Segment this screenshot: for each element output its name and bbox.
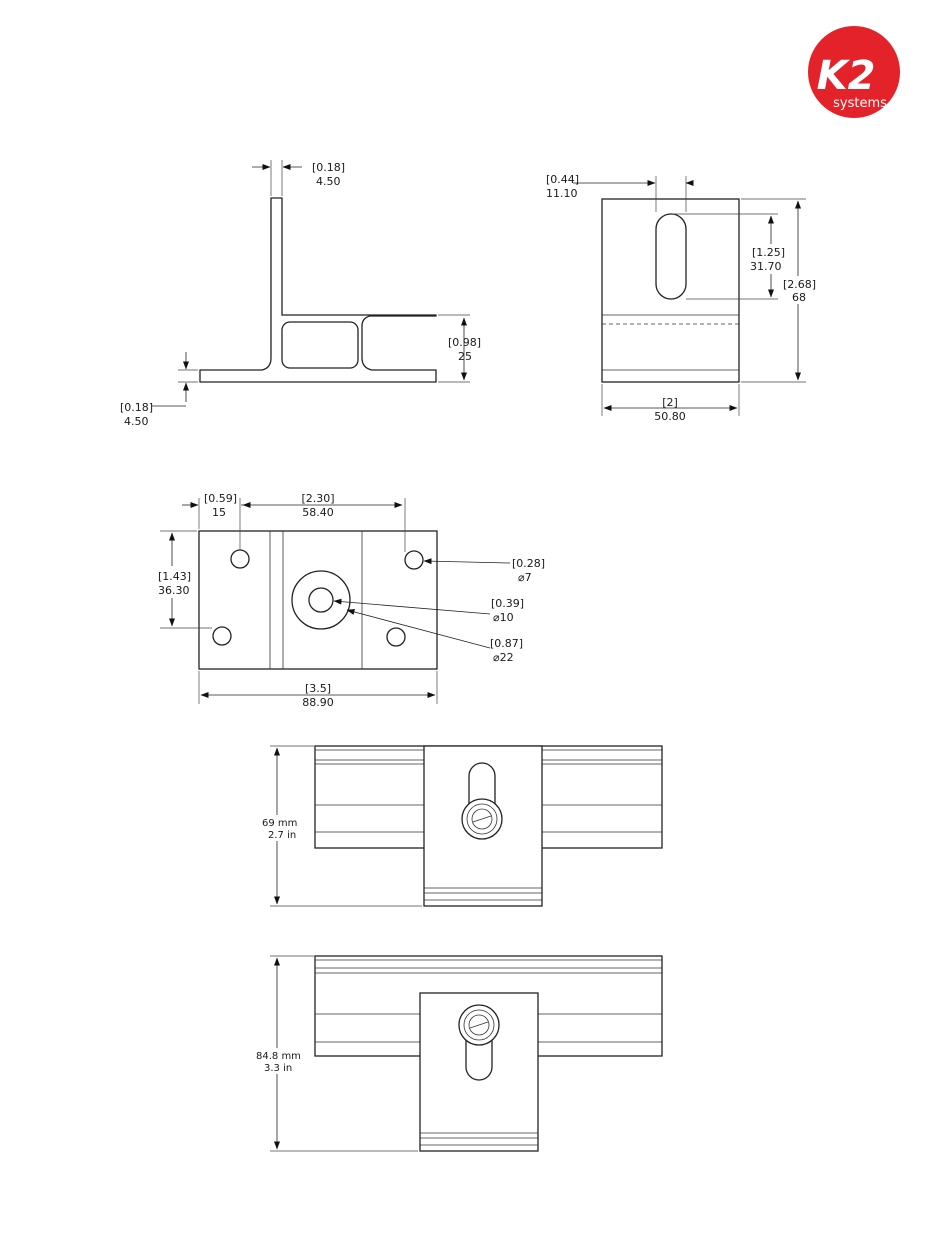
small-hole-in: [0.28] (512, 557, 545, 570)
length-mm: 88.90 (302, 696, 334, 709)
height-mm: 25 (458, 350, 472, 363)
hole-spacing-mm: 58.40 (302, 506, 334, 519)
base-thickness-in: [0.18] (120, 401, 153, 414)
width-in: [2] (662, 396, 678, 409)
assembly-low-in: 2.7 in (268, 830, 296, 841)
center-hole-in: [0.39] (491, 597, 524, 610)
overall-height-mm: 68 (792, 291, 806, 304)
counterbore-mm: ⌀22 (493, 651, 514, 664)
slot-width-in: [0.44] (546, 173, 579, 186)
assembly-high-mm: 84.8 mm (256, 1051, 301, 1062)
assembly-low: 69 mm 2.7 in (258, 746, 662, 906)
center-hole-mm: ⌀10 (493, 611, 514, 624)
assembly-high-in: 3.3 in (264, 1063, 292, 1074)
hole-vspacing-mm: 36.30 (158, 584, 190, 597)
side-view: [0.18] 4.50 [0.98] 25 [0.18] 4.50 (120, 160, 481, 428)
overall-height-in: [2.68] (783, 278, 816, 291)
web-thickness-mm: 4.50 (316, 175, 341, 188)
length-in: [3.5] (305, 682, 331, 695)
width-mm: 50.80 (654, 410, 686, 423)
small-hole-mm: ⌀7 (518, 571, 532, 584)
front-view: [0.44] 11.10 [1.25] 31.70 [2.68] 68 [2] … (546, 173, 816, 423)
hole-spacing-in: [2.30] (301, 492, 334, 505)
height-in: [0.98] (448, 336, 481, 349)
hole-vspacing-in: [1.43] (158, 570, 191, 583)
hole-offset-mm: 15 (212, 506, 226, 519)
assembly-low-mm: 69 mm (262, 818, 297, 829)
assembly-high: 84.8 mm 3.3 in (254, 956, 662, 1151)
counterbore-in: [0.87] (490, 637, 523, 650)
logo-brand: K2 (817, 53, 876, 99)
web-thickness-in: [0.18] (312, 161, 345, 174)
slot-width-mm: 11.10 (546, 187, 578, 200)
base-thickness-mm: 4.50 (124, 415, 149, 428)
k2-systems-logo: K2 systems (808, 26, 900, 118)
bottom-view: [0.59] 15 [2.30] 58.40 [1.43] 36.30 [0.2… (158, 492, 545, 709)
logo-sub: systems (833, 96, 887, 111)
hole-offset-in: [0.59] (204, 492, 237, 505)
slot-length-mm: 31.70 (750, 260, 782, 273)
slot-length-in: [1.25] (752, 246, 785, 259)
